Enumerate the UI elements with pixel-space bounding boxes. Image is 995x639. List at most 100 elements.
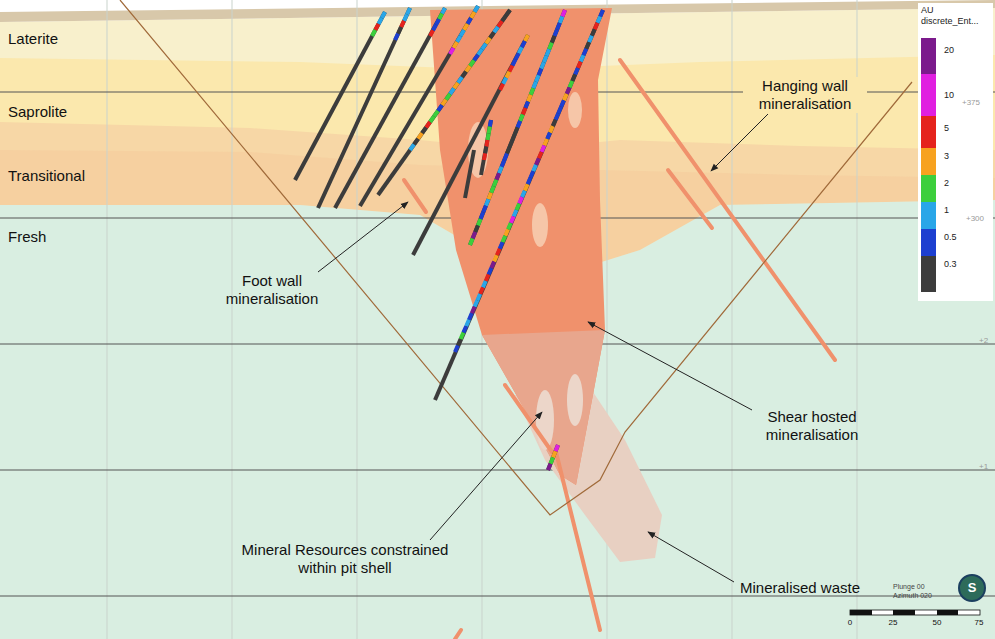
- assay-interval: [494, 180, 497, 187]
- assay-interval: [510, 141, 513, 148]
- assay-interval: [528, 95, 531, 102]
- assay-interval: [548, 464, 551, 470]
- drill-holes: [295, 6, 603, 470]
- assay-interval: [466, 66, 470, 72]
- assay-interval: [564, 94, 567, 100]
- assay-interval: [547, 133, 550, 139]
- assay-interval: [464, 24, 468, 30]
- assay-interval: [483, 206, 486, 213]
- assay-interval: [430, 30, 433, 36]
- callout-label: Hanging wall mineralisation: [743, 77, 867, 113]
- assay-interval: [515, 128, 518, 135]
- assay-intervals: [372, 6, 603, 470]
- assay-interval: [522, 41, 525, 47]
- assay-interval: [525, 35, 528, 41]
- assay-interval: [466, 320, 469, 326]
- assay-interval: [482, 44, 486, 50]
- assay-interval: [410, 144, 414, 150]
- assay-interval: [462, 72, 466, 78]
- assay-interval: [518, 121, 521, 128]
- assay-interval: [567, 87, 570, 93]
- assay-interval: [442, 8, 445, 14]
- assay-interval: [557, 23, 560, 30]
- assay-interval: [506, 10, 510, 16]
- laterite-layer: [0, 8, 995, 639]
- assay-interval: [561, 100, 564, 106]
- assay-interval: [379, 18, 382, 24]
- assay-interval: [551, 458, 554, 464]
- legend-swatch: [921, 116, 936, 148]
- assay-interval: [450, 88, 454, 94]
- legend-swatch: [921, 202, 936, 229]
- legend-value: 5: [944, 123, 949, 133]
- compass-letter: S: [968, 580, 977, 596]
- layer-name: Fresh: [8, 228, 46, 246]
- layer-name: Laterite: [8, 30, 58, 48]
- assay-interval: [446, 94, 450, 100]
- assay-interval: [395, 34, 398, 40]
- scale-number: 75: [975, 618, 984, 628]
- assay-interval: [490, 120, 491, 127]
- assay-interval: [544, 139, 547, 145]
- assay-interval: [436, 19, 439, 25]
- assay-interval: [514, 210, 517, 216]
- legend-value: 10: [944, 90, 954, 100]
- assay-interval: [520, 114, 523, 121]
- shear-zone-deep: [482, 330, 605, 485]
- assay-interval: [523, 108, 526, 115]
- assay-interval: [516, 53, 519, 59]
- legend-value: 3: [944, 151, 949, 161]
- assay-interval: [461, 30, 465, 36]
- assay-interval: [499, 167, 502, 174]
- assay-interval: [454, 83, 458, 89]
- assay-interval: [597, 16, 600, 22]
- assay-interval: [422, 128, 426, 134]
- assay-interval: [398, 27, 401, 33]
- assay-interval: [486, 199, 489, 206]
- legend-swatch: [921, 256, 936, 292]
- assay-interval: [491, 186, 494, 193]
- assay-interval: [512, 134, 515, 141]
- assay-interval: [463, 326, 466, 332]
- assay-interval: [500, 242, 503, 248]
- assay-interval: [497, 249, 500, 255]
- assay-interval: [454, 42, 458, 48]
- assay-interval: [458, 339, 461, 345]
- callout-label: Mineral Resources constrained within pit…: [238, 541, 452, 577]
- assay-interval: [595, 23, 598, 29]
- assay-interval: [439, 14, 442, 20]
- assay-interval: [512, 59, 515, 65]
- elevation-label: +300: [966, 214, 984, 224]
- assay-interval: [539, 69, 542, 76]
- assay-interval: [414, 139, 418, 145]
- assay-interval: [533, 165, 536, 171]
- elevation-label: +375: [962, 98, 980, 108]
- assay-interval: [450, 48, 454, 54]
- assay-interval: [382, 12, 385, 18]
- view-orientation: Plunge 00: [893, 583, 925, 591]
- assay-interval: [502, 236, 505, 242]
- assay-interval: [375, 24, 378, 30]
- scale-bar: [850, 610, 980, 615]
- elevation-label: +2: [979, 336, 988, 346]
- assay-interval: [553, 451, 556, 457]
- leader-lines: [318, 114, 768, 582]
- assay-interval: [430, 116, 434, 122]
- assay-interval: [503, 78, 506, 84]
- assay-interval: [473, 232, 476, 239]
- assay-interval: [519, 47, 522, 53]
- assay-interval: [500, 84, 503, 90]
- assay-interval: [475, 300, 478, 306]
- assay-interval: [547, 49, 550, 56]
- assay-interval: [434, 111, 438, 117]
- legend-title: AU discrete_Ent...: [921, 5, 993, 27]
- assay-interval: [483, 281, 486, 287]
- assay-interval: [372, 30, 375, 36]
- assay-interval: [554, 30, 557, 37]
- assay-interval: [531, 88, 534, 95]
- assay-interval: [475, 225, 478, 232]
- assay-interval: [438, 105, 442, 111]
- assay-interval: [542, 146, 545, 152]
- legend-swatch: [921, 74, 936, 116]
- assay-interval: [470, 60, 474, 66]
